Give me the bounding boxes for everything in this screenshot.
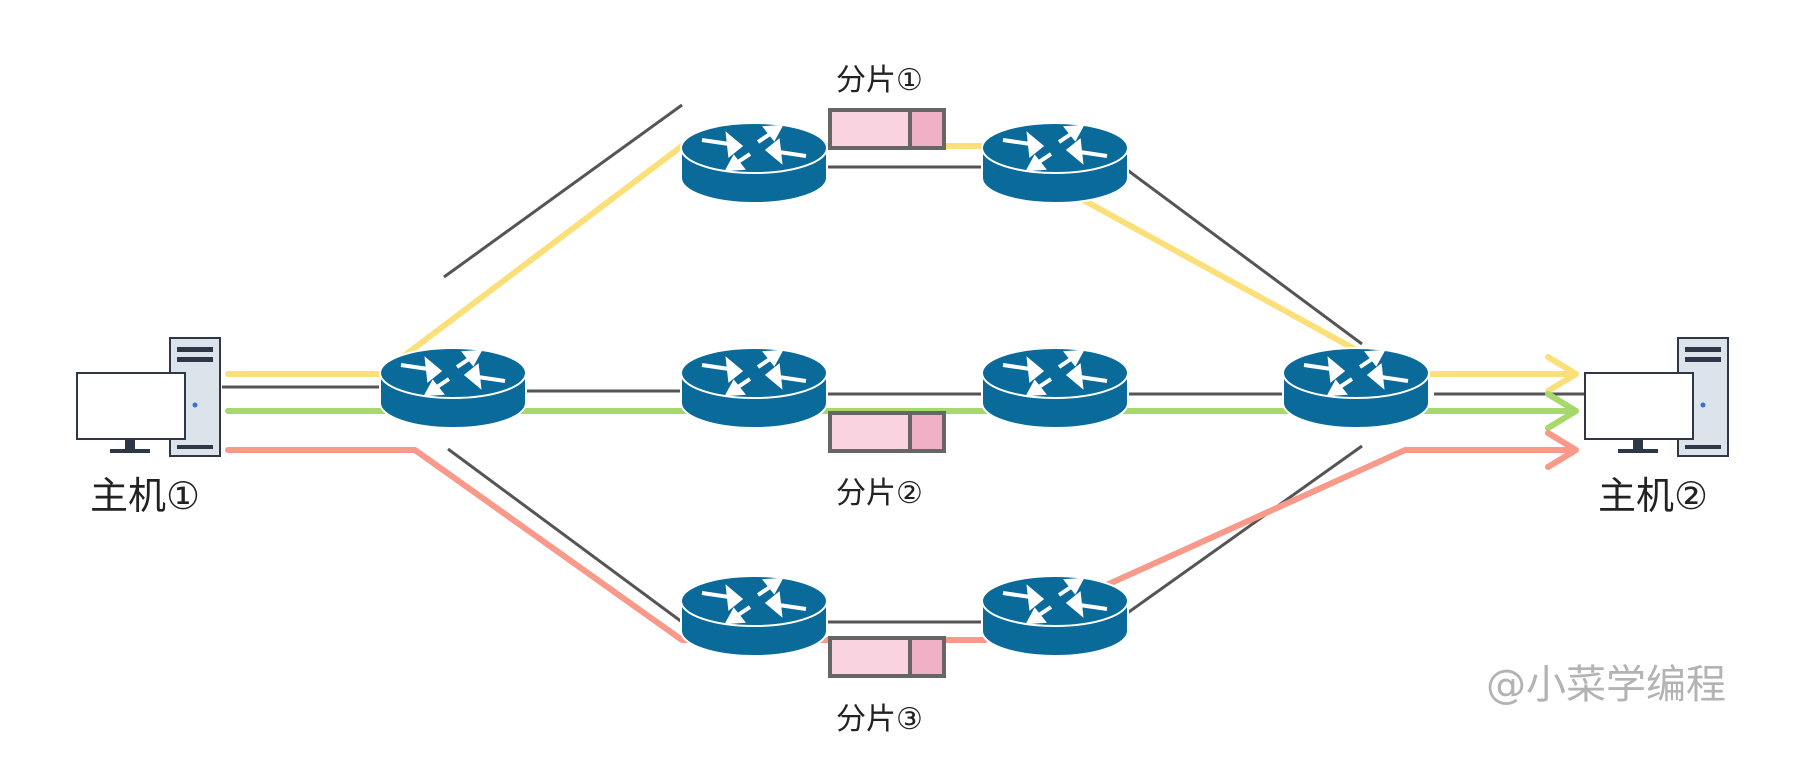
fragment-1-arrowhead — [1545, 354, 1579, 394]
fragment-3-packet — [828, 636, 946, 678]
host-2-label: 主机② — [1598, 474, 1709, 518]
fragment-3-arrowhead — [1545, 430, 1579, 470]
link-bot2-r6 — [1125, 444, 1363, 616]
link-r1-bot1 — [447, 447, 683, 624]
router-top-1 — [679, 121, 829, 205]
router-bottom-1 — [679, 574, 829, 658]
network-links — [222, 103, 1588, 624]
fragment-1-label: 分片① — [836, 63, 923, 98]
link-r1-top1 — [443, 103, 683, 279]
fragment-2-packet — [828, 411, 946, 453]
router-middle-2 — [980, 346, 1130, 430]
router-exit — [1281, 346, 1431, 430]
link-top2-r6 — [1125, 167, 1363, 346]
watermark: @小菜学编程 — [1486, 662, 1726, 708]
host-1-label: 主机① — [90, 474, 201, 518]
fragment-2-label: 分片② — [836, 476, 923, 511]
host-1-computer-icon — [76, 337, 221, 457]
fragment-1-path — [225, 143, 1575, 377]
router-entry — [378, 346, 528, 430]
fragment-1-packet — [828, 108, 946, 150]
router-top-2 — [980, 121, 1130, 205]
fragment-2-arrowhead — [1545, 391, 1579, 431]
host-2-computer-icon — [1584, 337, 1729, 457]
router-bottom-2 — [980, 574, 1130, 658]
router-middle-1 — [679, 346, 829, 430]
fragment-3-label: 分片③ — [836, 702, 923, 737]
